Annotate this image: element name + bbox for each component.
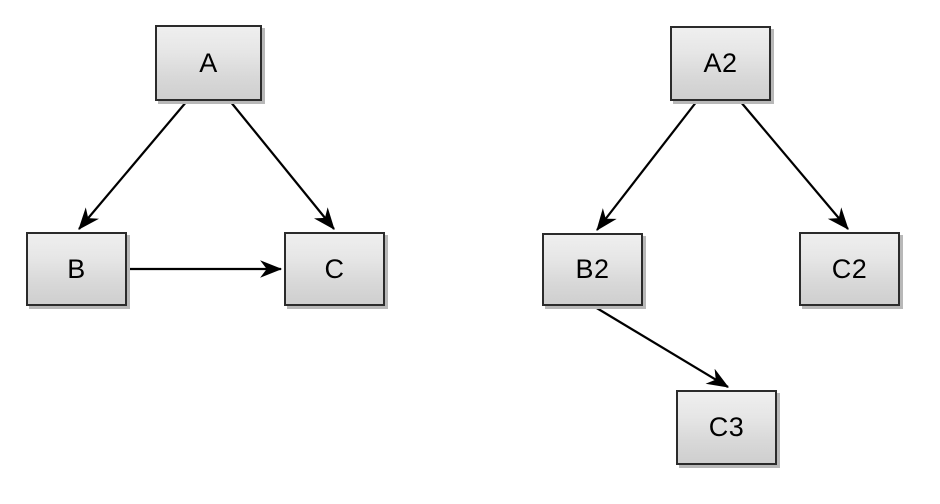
edge-a2-to-c2: [739, 100, 849, 230]
node-label: A2: [703, 48, 738, 78]
node-a2[interactable]: A2: [670, 26, 771, 101]
edges: [78, 100, 849, 388]
node-c3[interactable]: C3: [676, 390, 777, 465]
node-b2[interactable]: B2: [542, 233, 643, 306]
node-c2[interactable]: C2: [799, 232, 900, 306]
edge-a-to-b: [78, 100, 188, 230]
node-b[interactable]: B: [26, 232, 127, 306]
node-c[interactable]: C: [284, 232, 385, 306]
node-label: C3: [708, 412, 745, 442]
node-label: C2: [831, 253, 868, 284]
edge-a2-to-b2: [596, 100, 698, 231]
node-label: A: [199, 47, 218, 78]
edge-a-to-c: [229, 100, 335, 230]
node-label: B: [67, 253, 86, 284]
node-a[interactable]: A: [155, 25, 262, 101]
node-label: C: [324, 253, 345, 284]
node-label: B2: [575, 254, 610, 284]
edge-b2-to-c3: [594, 306, 729, 388]
